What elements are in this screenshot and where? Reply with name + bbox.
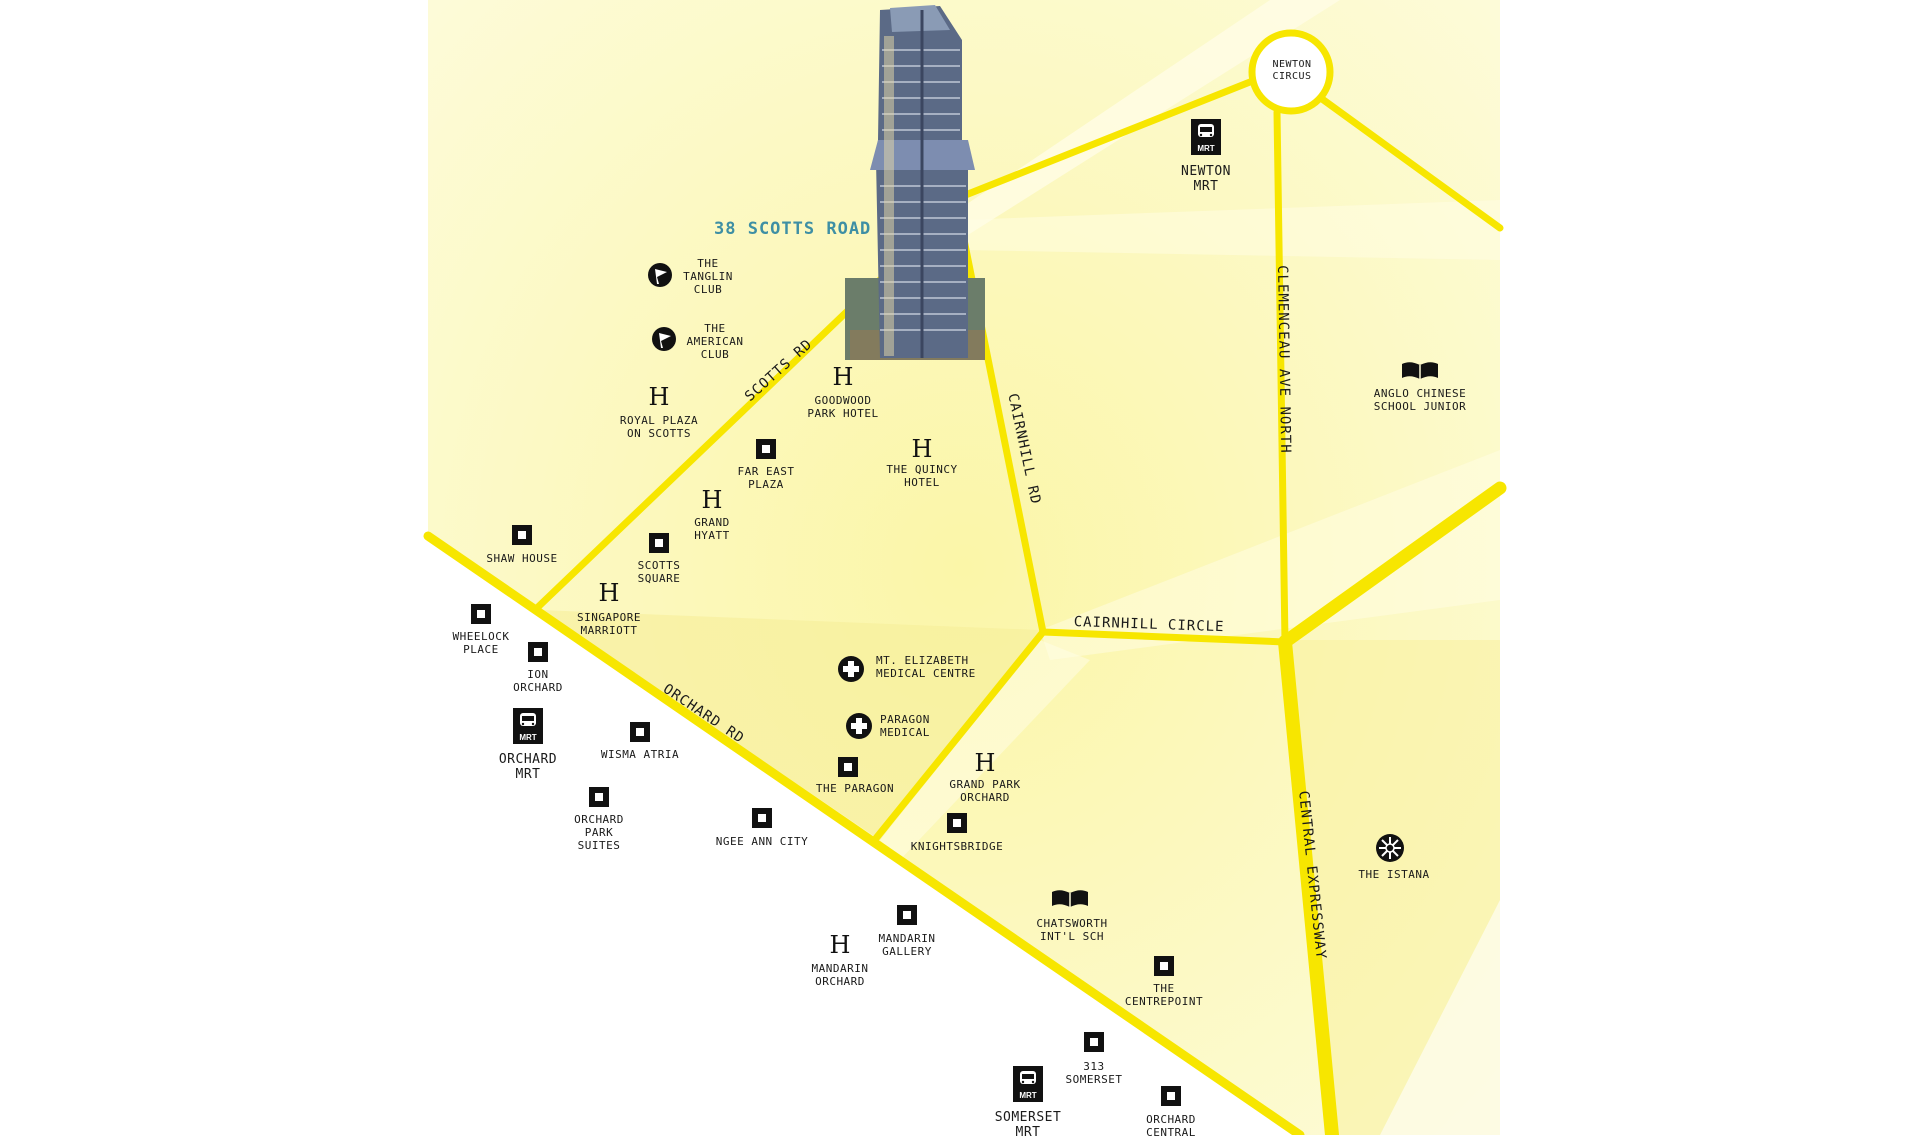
the-paragon-label: THE PARAGON bbox=[815, 782, 895, 795]
ion-orchard-label: ION ORCHARD bbox=[513, 668, 563, 694]
hotel-icon: H bbox=[974, 749, 996, 777]
goodwood-park-hotel-label: GOODWOOD PARK HOTEL bbox=[807, 394, 879, 420]
project-title: 38 SCOTTS ROAD bbox=[714, 219, 872, 239]
mall-icon bbox=[630, 722, 650, 742]
shaw-house-label: SHAW HOUSE bbox=[486, 552, 558, 565]
far-east-plaza-label: FAR EAST PLAZA bbox=[737, 465, 795, 491]
orchard-road-line bbox=[423, 531, 1305, 1135]
tanglin-club-label: THE TANGLIN CLUB bbox=[683, 257, 733, 296]
313-somerset-label: 313 SOMERSET bbox=[1065, 1060, 1123, 1086]
club-flag-icon bbox=[648, 263, 672, 287]
medical-cross-icon bbox=[838, 656, 864, 682]
mall-icon bbox=[838, 757, 858, 777]
light-ray bbox=[1040, 450, 1500, 660]
mandarin-orchard-label: MANDARIN ORCHARD bbox=[811, 962, 869, 988]
cairnhill-circle-connector bbox=[869, 628, 1047, 846]
hotel-icon: H bbox=[648, 383, 670, 411]
hotel-icon: H bbox=[701, 486, 723, 514]
mall-icon bbox=[752, 808, 772, 828]
chatsworth-label: CHATSWORTH INT'L SCH bbox=[1036, 917, 1108, 943]
mrt-badge-text: MRT bbox=[1019, 1091, 1036, 1100]
cte-line bbox=[1278, 635, 1339, 1135]
mall-icon bbox=[589, 787, 609, 807]
grand-park-orchard-label: GRAND PARK ORCHARD bbox=[949, 778, 1021, 804]
mandarin-gallery-label: MANDARIN GALLERY bbox=[878, 932, 936, 958]
scotts-road-line bbox=[534, 274, 886, 611]
singapore-marriott-label: SINGAPORE MARRIOTT bbox=[576, 611, 642, 637]
mall-icon bbox=[649, 533, 669, 553]
scotts-north-line bbox=[954, 76, 1259, 202]
cte-north-line bbox=[1278, 481, 1507, 649]
map-area bbox=[428, 0, 1500, 1135]
mall-icon bbox=[756, 439, 776, 459]
light-ray bbox=[958, 200, 1500, 260]
cairnhill-circle-line bbox=[1039, 628, 1289, 646]
hotel-icon: H bbox=[832, 363, 854, 391]
clemenceau-line bbox=[1273, 108, 1289, 646]
mall-icon bbox=[1154, 956, 1174, 976]
mall-icon bbox=[947, 813, 967, 833]
orchard-mrt-label: ORCHARD MRT bbox=[498, 752, 558, 782]
white-corner bbox=[1380, 900, 1500, 1135]
orchard-park-suites-label: ORCHARD PARK SUITES bbox=[574, 813, 624, 852]
mrt-icon: MRT bbox=[1191, 119, 1221, 155]
scotts-square-label: SCOTTS SQUARE bbox=[637, 559, 681, 585]
mall-icon bbox=[1161, 1086, 1181, 1106]
mall-icon bbox=[512, 525, 532, 545]
wisma-atria-label: WISMA ATRIA bbox=[600, 748, 680, 761]
club-flag-icon bbox=[652, 327, 676, 351]
centrepoint-label: THE CENTREPOINT bbox=[1124, 982, 1204, 1008]
mall-icon bbox=[1084, 1032, 1104, 1052]
grand-hyatt-label: GRAND HYATT bbox=[694, 516, 730, 542]
mrt-icon: MRT bbox=[513, 708, 543, 744]
mall-icon bbox=[471, 604, 491, 624]
hotel-icon: H bbox=[598, 579, 620, 607]
istana-label: THE ISTANA bbox=[1358, 868, 1430, 881]
newton-east-line bbox=[1314, 92, 1504, 232]
school-book-icon bbox=[1052, 890, 1088, 907]
medical-cross-icon bbox=[846, 713, 872, 739]
hotel-icon: H bbox=[911, 435, 933, 463]
wheelock-place-label: WHEELOCK PLACE bbox=[452, 630, 510, 656]
newton-circus bbox=[1248, 29, 1334, 115]
orchard-central-label: ORCHARD CENTRAL bbox=[1146, 1113, 1196, 1139]
ngee-ann-city-label: NGEE ANN CITY bbox=[715, 835, 809, 848]
american-club-label: THE AMERICAN CLUB bbox=[686, 322, 744, 361]
school-book-icon bbox=[1402, 362, 1438, 379]
mrt-icon: MRT bbox=[1013, 1066, 1043, 1102]
knightsbridge-label: KNIGHTSBRIDGE bbox=[910, 840, 1004, 853]
istana-flower-icon bbox=[1376, 834, 1404, 862]
paragon-medical-label: PARAGON MEDICAL bbox=[880, 713, 930, 739]
newton-circus-label: NEWTON CIRCUS bbox=[1272, 59, 1312, 82]
hotel-icon: H bbox=[829, 931, 851, 959]
mall-icon bbox=[528, 642, 548, 662]
mrt-badge-text: MRT bbox=[1197, 144, 1214, 153]
light-ray bbox=[880, 640, 1090, 860]
mrt-badge-text: MRT bbox=[519, 733, 536, 742]
anglo-chinese-school-label: ANGLO CHINESE SCHOOL JUNIOR bbox=[1373, 387, 1467, 413]
somerset-mrt-label: SOMERSET MRT bbox=[994, 1110, 1062, 1140]
quincy-hotel-label: THE QUINCY HOTEL bbox=[886, 463, 958, 489]
royal-plaza-label: ROYAL PLAZA ON SCOTTS bbox=[619, 414, 699, 440]
newton-mrt-label: NEWTON MRT bbox=[1181, 164, 1231, 194]
tower-38-scotts-road bbox=[845, 5, 985, 360]
road-label-clemenceau: CLEMENCEAU AVE NORTH bbox=[1274, 265, 1294, 454]
mt-elizabeth-label: MT. ELIZABETH MEDICAL CENTRE bbox=[876, 654, 976, 680]
shade bbox=[540, 610, 1040, 840]
mall-icon bbox=[897, 905, 917, 925]
